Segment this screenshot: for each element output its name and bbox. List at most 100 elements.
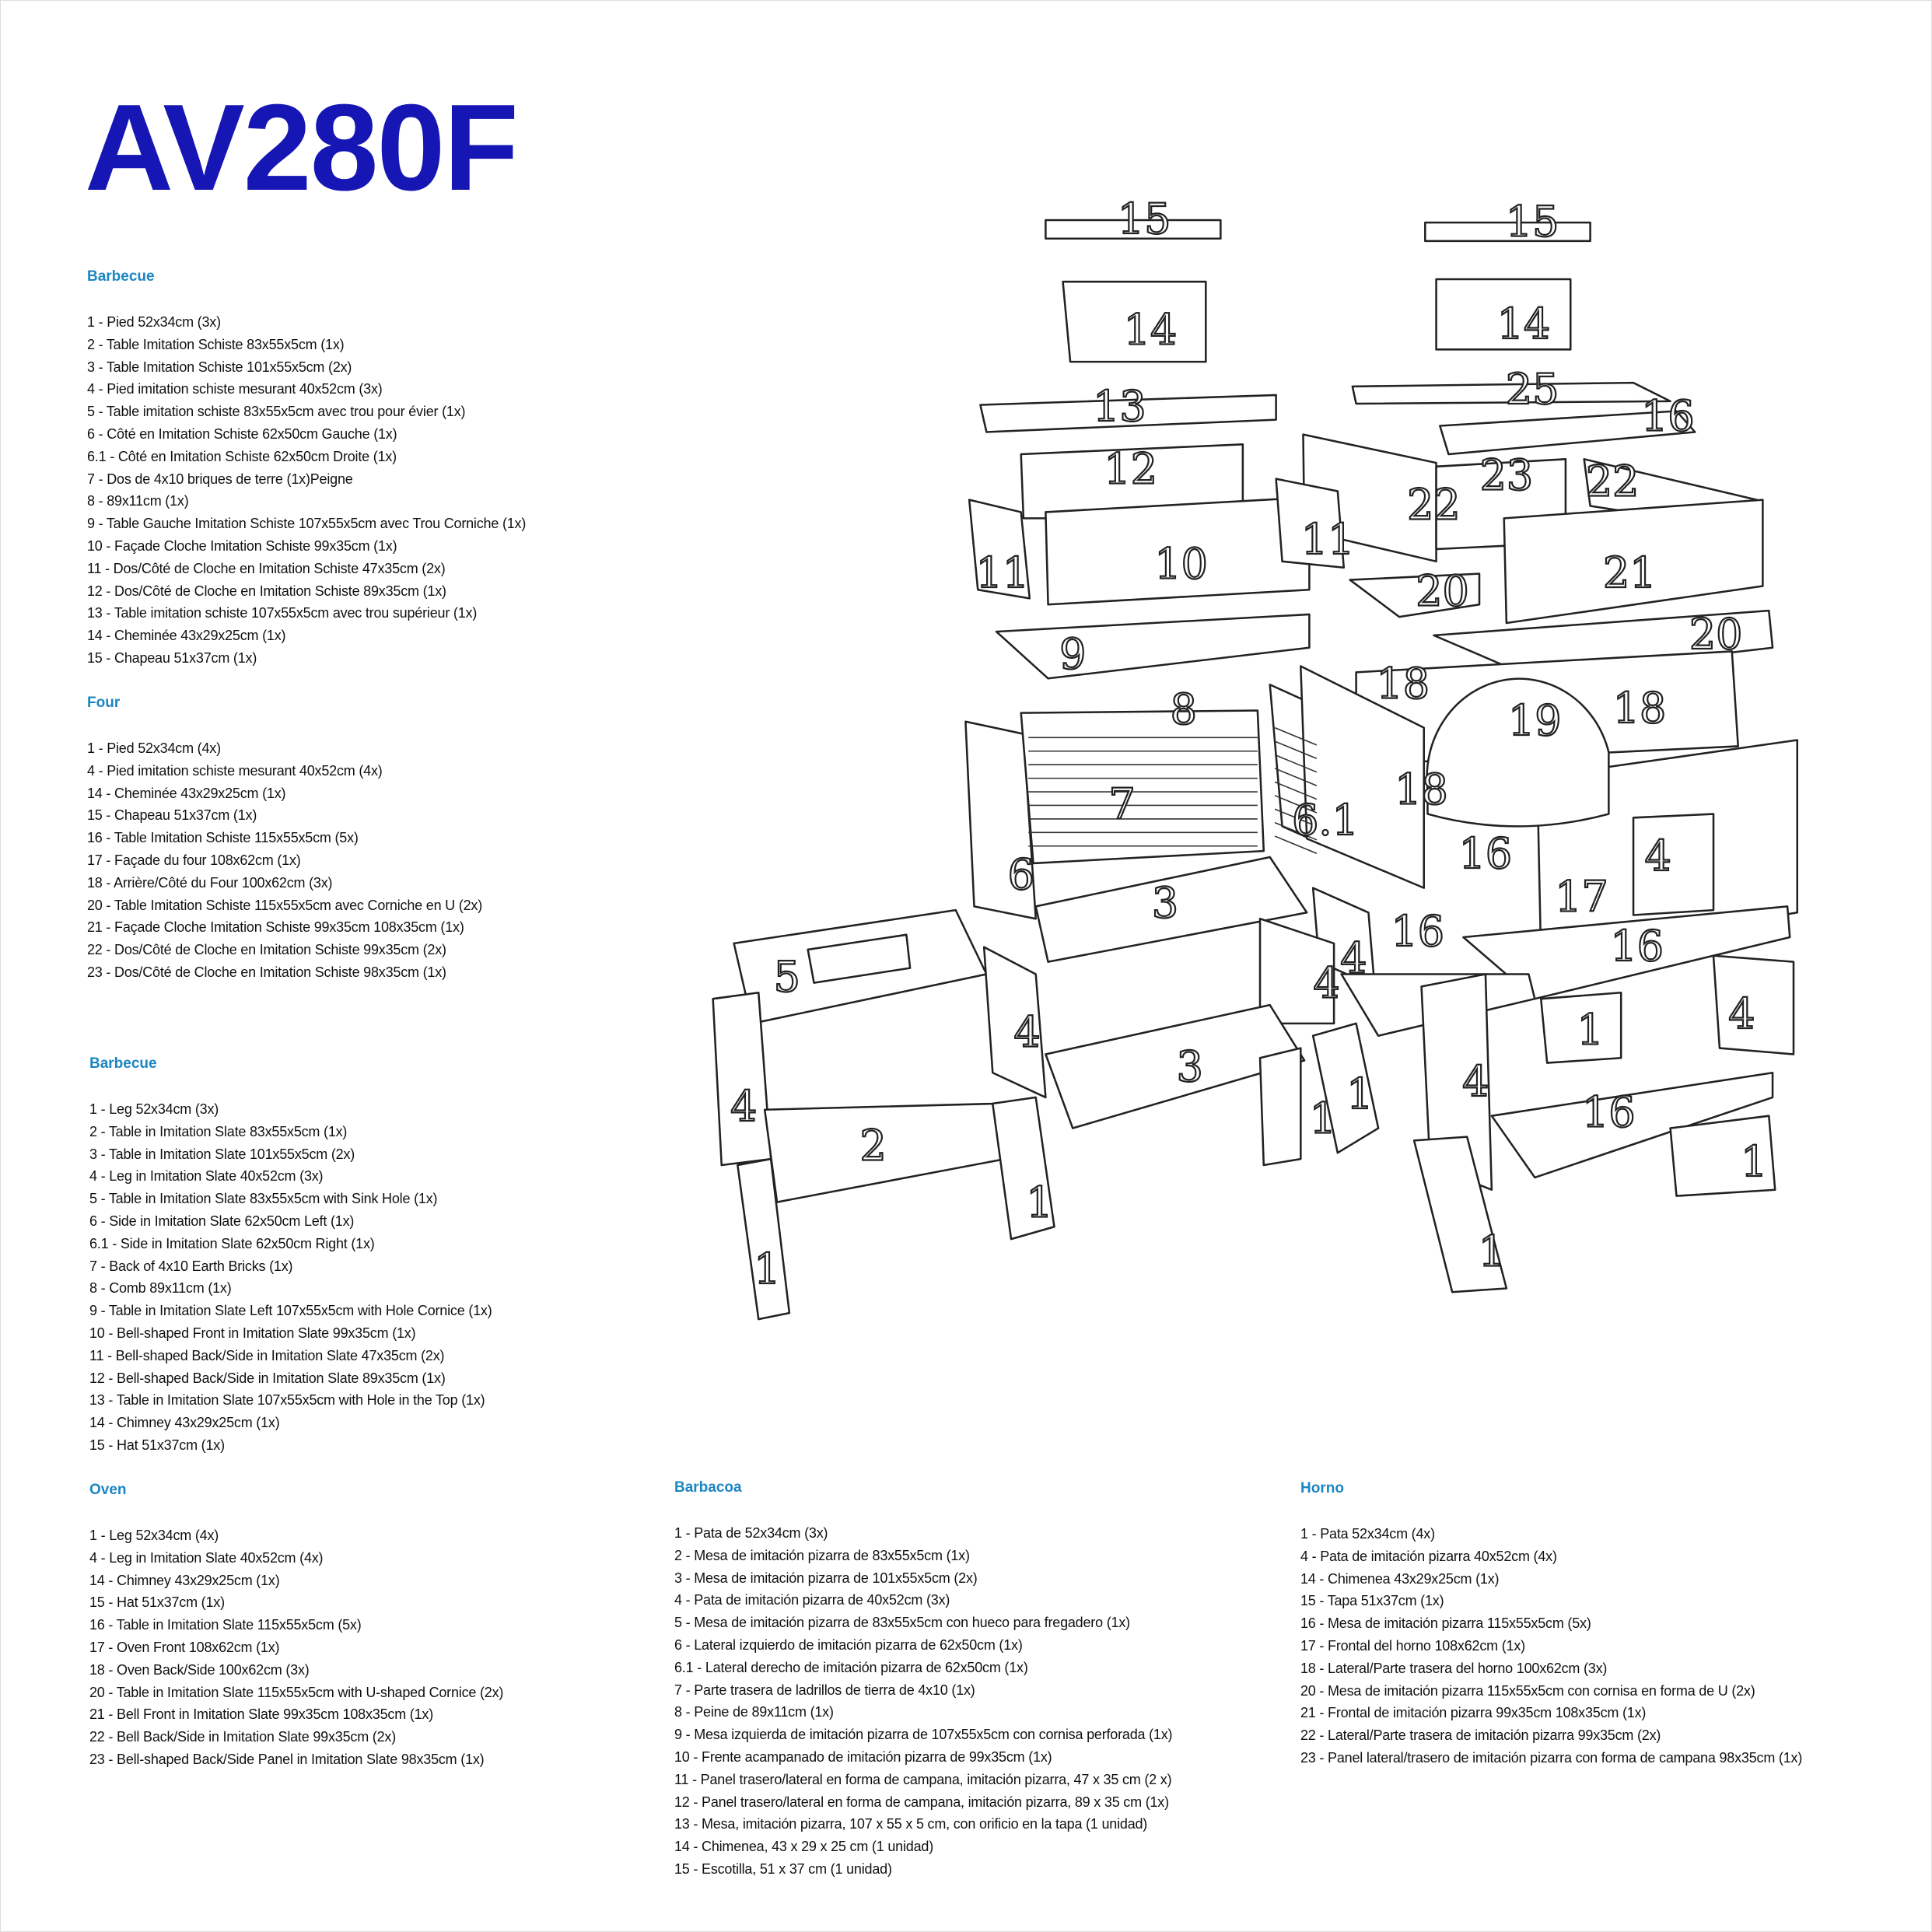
part-number-label: 13 bbox=[1093, 382, 1146, 431]
part-item: 17 - Frontal del horno 108x62cm (1x) bbox=[1300, 1637, 1525, 1654]
part-item: 6.1 - Lateral derecho de imitación pizar… bbox=[674, 1659, 1028, 1675]
part-item: 18 - Arrière/Côté du Four 100x62cm (3x) bbox=[87, 874, 333, 891]
part-item: 1 - Pied 52x34cm (4x) bbox=[87, 740, 221, 756]
part-panel bbox=[1424, 221, 1591, 243]
part-number-label: 4 bbox=[730, 1082, 757, 1131]
part-number-label: 15 bbox=[1506, 197, 1559, 246]
part-item: 11 - Dos/Côté de Cloche en Imitation Sch… bbox=[87, 560, 446, 576]
section-heading: Oven bbox=[89, 1482, 127, 1498]
part-number-label: 4 bbox=[1728, 989, 1755, 1038]
part-number-label: 22 bbox=[1586, 457, 1640, 506]
part-number-label: 1 bbox=[1026, 1178, 1052, 1227]
part-number-label: 16 bbox=[1391, 907, 1445, 956]
part-item: 10 - Façade Cloche Imitation Schiste 99x… bbox=[87, 537, 397, 554]
part-item: 1 - Leg 52x34cm (3x) bbox=[89, 1101, 219, 1117]
brick-course-line bbox=[1274, 835, 1318, 854]
section-oven-en: Oven 1 - Leg 52x34cm (4x)4 - Leg in Imita… bbox=[89, 1479, 503, 1771]
part-number-label: 16 bbox=[1582, 1088, 1636, 1137]
part-item: 3 - Mesa de imitación pizarra de 101x55x… bbox=[674, 1570, 978, 1586]
part-item: 10 - Bell-shaped Front in Imitation Slat… bbox=[89, 1325, 416, 1341]
part-panel bbox=[995, 613, 1311, 680]
part-panel bbox=[1503, 499, 1764, 625]
part-item: 22 - Dos/Côté de Cloche en Imitation Sch… bbox=[87, 942, 446, 958]
part-panel bbox=[1045, 219, 1222, 240]
part-number-label: 16 bbox=[1459, 829, 1513, 878]
part-number-label: 8 bbox=[1171, 685, 1197, 734]
parts-list: 1 - Leg 52x34cm (3x)2 - Table in Imitati… bbox=[89, 1098, 492, 1457]
part-number-label: 6 bbox=[1008, 850, 1034, 899]
part-number-label: 20 bbox=[1689, 610, 1743, 659]
part-item: 5 - Mesa de imitación pizarra de 83x55x5… bbox=[674, 1615, 1130, 1631]
part-panel bbox=[1351, 381, 1671, 405]
part-number-label: 6.1 bbox=[1292, 796, 1359, 845]
part-item: 21 - Frontal de imitación pizarra 99x35c… bbox=[1300, 1705, 1647, 1721]
brick-course-line bbox=[1274, 821, 1318, 841]
part-number-label: 1 bbox=[1741, 1137, 1767, 1186]
part-item: 12 - Bell-shaped Back/Side in Imitation … bbox=[89, 1370, 446, 1386]
part-item: 4 - Pied imitation schiste mesurant 40x5… bbox=[87, 381, 383, 397]
product-title: AV280F bbox=[85, 79, 519, 216]
part-item: 20 - Table in Imitation Slate 115x55x5cm… bbox=[89, 1684, 504, 1700]
part-item: 6 - Side in Imitation Slate 62x50cm Left… bbox=[89, 1213, 355, 1229]
part-panel bbox=[1311, 1022, 1380, 1154]
part-number-label: 4 bbox=[1645, 831, 1671, 880]
part-item: 10 - Frente acampanado de imitación piza… bbox=[674, 1748, 1052, 1765]
part-panel bbox=[1349, 572, 1481, 618]
part-number-label: 1 bbox=[1479, 1227, 1505, 1276]
part-item: 16 - Table in Imitation Slate 115x55x5cm… bbox=[89, 1617, 362, 1633]
part-panel bbox=[1669, 1115, 1776, 1197]
part-number-label: 5 bbox=[774, 952, 800, 1001]
part-item: 1 - Pata de 52x34cm (3x) bbox=[674, 1525, 828, 1541]
part-item: 3 - Table Imitation Schiste 101x55x5cm (… bbox=[87, 359, 352, 375]
part-item: 3 - Table in Imitation Slate 101x55x5cm … bbox=[89, 1146, 355, 1162]
part-number-label: 23 bbox=[1480, 451, 1534, 500]
part-item: 13 - Table in Imitation Slate 107x55x5cm… bbox=[89, 1392, 485, 1409]
part-item: 5 - Table in Imitation Slate 83x55x5cm w… bbox=[89, 1191, 438, 1207]
part-item: 15 - Chapeau 51x37cm (1x) bbox=[87, 649, 257, 666]
part-number-label: 20 bbox=[1416, 567, 1469, 616]
part-number-label: 7 bbox=[1108, 780, 1135, 829]
part-number-label: 21 bbox=[1603, 548, 1657, 597]
part-item: 9 - Table in Imitation Slate Left 107x55… bbox=[89, 1303, 492, 1319]
part-item: 12 - Dos/Côté de Cloche en Imitation Sch… bbox=[87, 583, 446, 599]
part-item: 23 - Panel lateral/trasero de imitación … bbox=[1300, 1749, 1803, 1766]
part-item: 14 - Cheminée 43x29x25cm (1x) bbox=[87, 785, 286, 801]
part-item: 1 - Pata 52x34cm (4x) bbox=[1300, 1526, 1435, 1542]
part-item: 8 - Peine de 89x11cm (1x) bbox=[674, 1704, 834, 1720]
part-panel bbox=[1062, 280, 1207, 363]
part-panel bbox=[1045, 1003, 1306, 1129]
part-item: 22 - Bell Back/Side in Imitation Slate 9… bbox=[89, 1729, 396, 1745]
part-item: 4 - Pata de imitación pizarra de 40x52cm… bbox=[674, 1592, 950, 1608]
part-item: 4 - Pied imitation schiste mesurant 40x5… bbox=[87, 762, 383, 779]
part-item: 7 - Dos de 4x10 briques de terre (1x)Pei… bbox=[87, 471, 353, 487]
part-item: 14 - Cheminée 43x29x25cm (1x) bbox=[87, 628, 286, 644]
parts-list: 1 - Pata 52x34cm (4x)4 - Pata de imitaci… bbox=[1300, 1523, 1802, 1769]
part-item: 5 - Table imitation schiste 83x55x5cm av… bbox=[87, 404, 466, 420]
part-number-label: 15 bbox=[1118, 194, 1171, 243]
part-item: 6 - Lateral izquierdo de imitación pizar… bbox=[674, 1636, 1023, 1653]
part-number-label: 16 bbox=[1641, 392, 1695, 441]
part-number-label: 1 bbox=[1346, 1069, 1373, 1118]
part-panel bbox=[807, 933, 912, 984]
part-number-label: 3 bbox=[1152, 878, 1178, 927]
brick-course-line bbox=[1274, 795, 1318, 814]
brick-course-line bbox=[1274, 726, 1318, 746]
part-item: 11 - Bell-shaped Back/Side in Imitation … bbox=[89, 1347, 445, 1363]
part-number-label: 14 bbox=[1497, 299, 1551, 348]
parts-list: 1 - Leg 52x34cm (4x)4 - Leg in Imitation… bbox=[89, 1524, 503, 1771]
part-item: 9 - Mesa izquierda de imitación pizarra … bbox=[674, 1727, 1173, 1743]
part-item: 6 - Côté en Imitation Schiste 62x50cm Ga… bbox=[87, 425, 397, 442]
part-panel bbox=[1258, 1047, 1302, 1167]
part-number-label: 25 bbox=[1506, 365, 1559, 414]
section-heading: Barbecue bbox=[87, 268, 155, 285]
part-item: 2 - Mesa de imitación pizarra de 83x55x5… bbox=[674, 1547, 970, 1563]
part-item: 2 - Table Imitation Schiste 83x55x5cm (1… bbox=[87, 336, 345, 352]
part-number-label: 14 bbox=[1124, 306, 1178, 355]
brick-course-line bbox=[1274, 781, 1318, 800]
oven-dome bbox=[1426, 677, 1610, 828]
part-panel bbox=[1439, 410, 1696, 456]
part-item: 20 - Table Imitation Schiste 115x55x5cm … bbox=[87, 897, 482, 913]
